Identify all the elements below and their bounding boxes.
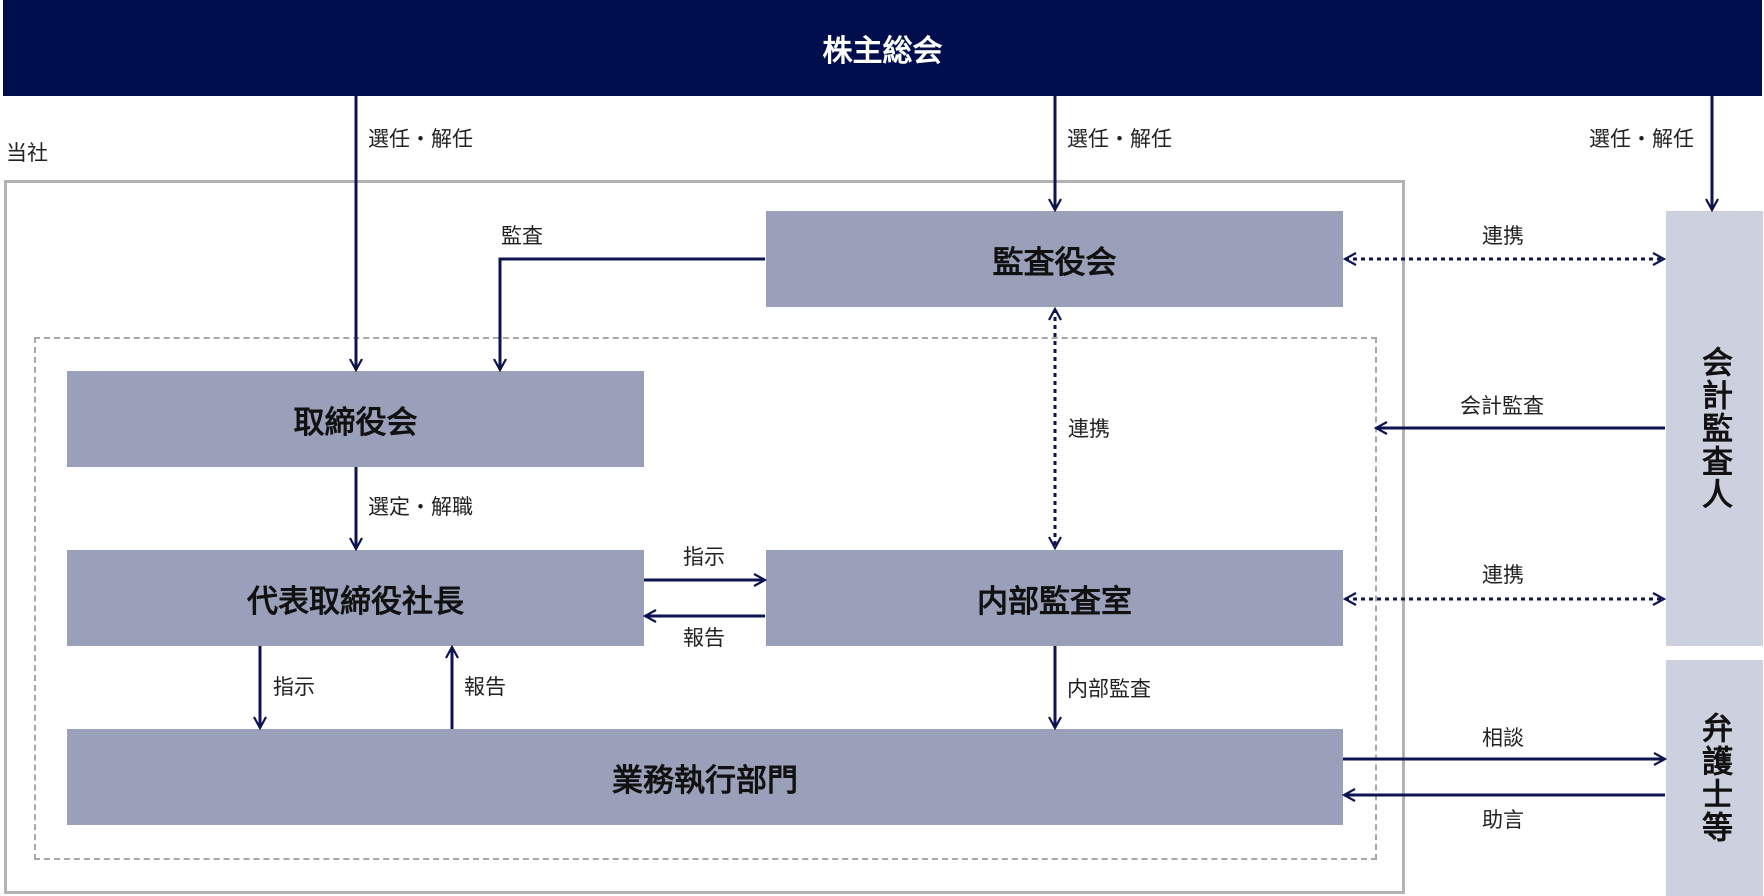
- board-of-directors-box: 取締役会: [67, 371, 644, 467]
- lawyers-label: 弁護士等: [1696, 712, 1732, 844]
- label-advice: 助言: [1482, 808, 1524, 832]
- accounting-auditor-label: 会計監査人: [1696, 346, 1732, 511]
- internal-audit-office-label: 内部監査室: [977, 583, 1132, 620]
- label-consult: 相談: [1482, 726, 1524, 750]
- arrow-audit: [500, 257, 765, 370]
- lawyers-box: 弁護士等: [1666, 660, 1763, 896]
- label-appoint-dismiss-board: 選任・解任: [368, 127, 473, 151]
- company-frame: [4, 180, 1405, 894]
- accounting-auditor-box: 会計監査人: [1666, 211, 1763, 646]
- operations-division-box: 業務執行部門: [67, 729, 1343, 825]
- label-instruct-internal: 指示: [683, 545, 725, 569]
- audit-board-box: 監査役会: [766, 211, 1343, 307]
- label-audit: 監査: [501, 224, 543, 248]
- label-collab-audit-internal: 連携: [1068, 417, 1110, 441]
- label-appoint-dismiss-accountant: 選任・解任: [1589, 127, 1694, 151]
- label-appoint-dismiss-audit: 選任・解任: [1067, 127, 1172, 151]
- label-instruct-operations: 指示: [273, 675, 315, 699]
- label-select-dismiss: 選定・解職: [368, 495, 473, 519]
- shareholders-meeting-title: 株主総会: [822, 34, 943, 69]
- label-report-president: 報告: [683, 626, 725, 650]
- operations-division-label: 業務執行部門: [612, 762, 798, 799]
- label-report-from-operations: 報告: [464, 675, 506, 699]
- shareholders-meeting-header: 株主総会: [3, 0, 1762, 96]
- president-box: 代表取締役社長: [67, 550, 644, 646]
- audit-board-label: 監査役会: [992, 244, 1117, 281]
- company-label: 当社: [6, 141, 48, 165]
- board-of-directors-label: 取締役会: [293, 404, 418, 441]
- label-collab-internal-accountant: 連携: [1482, 563, 1524, 587]
- president-label: 代表取締役社長: [247, 583, 464, 620]
- internal-audit-office-box: 内部監査室: [766, 550, 1343, 646]
- label-collab-audit-accountant: 連携: [1482, 224, 1524, 248]
- label-accounting-audit: 会計監査: [1460, 394, 1544, 418]
- label-internal-audit: 内部監査: [1067, 677, 1151, 701]
